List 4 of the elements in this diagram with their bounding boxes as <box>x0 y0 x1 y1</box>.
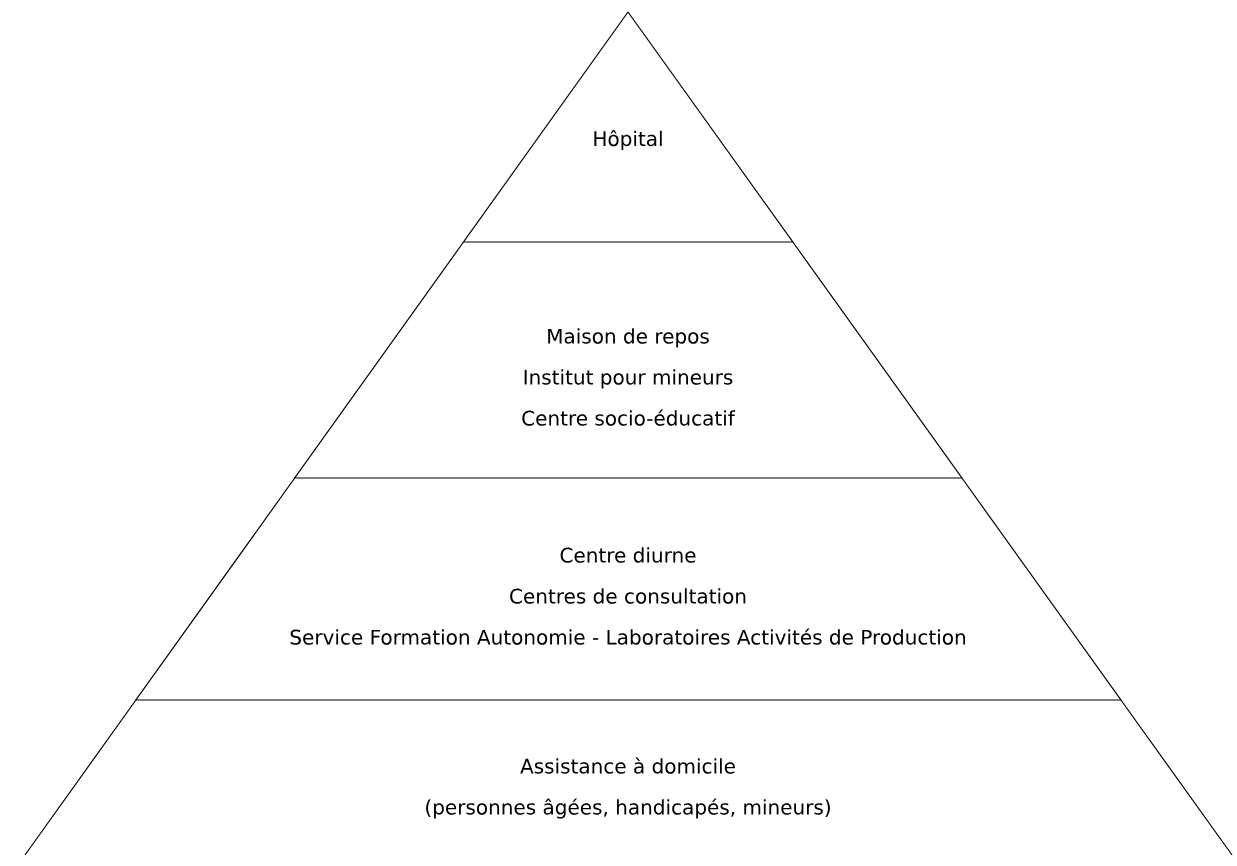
pyramid-tier: Centre diurne Centres de consultation Service Formation Autonomie - Laboratoires Activités de Production <box>134 477 1123 701</box>
pyramid-tier: Assistance à domicile (personnes âgées, handicapés, mineurs) <box>24 699 1233 856</box>
pyramid-tier: Hôpital <box>462 10 794 243</box>
pyramid-tier: Maison de repos Institut pour mineurs Centre socio-éducatif <box>293 241 964 479</box>
